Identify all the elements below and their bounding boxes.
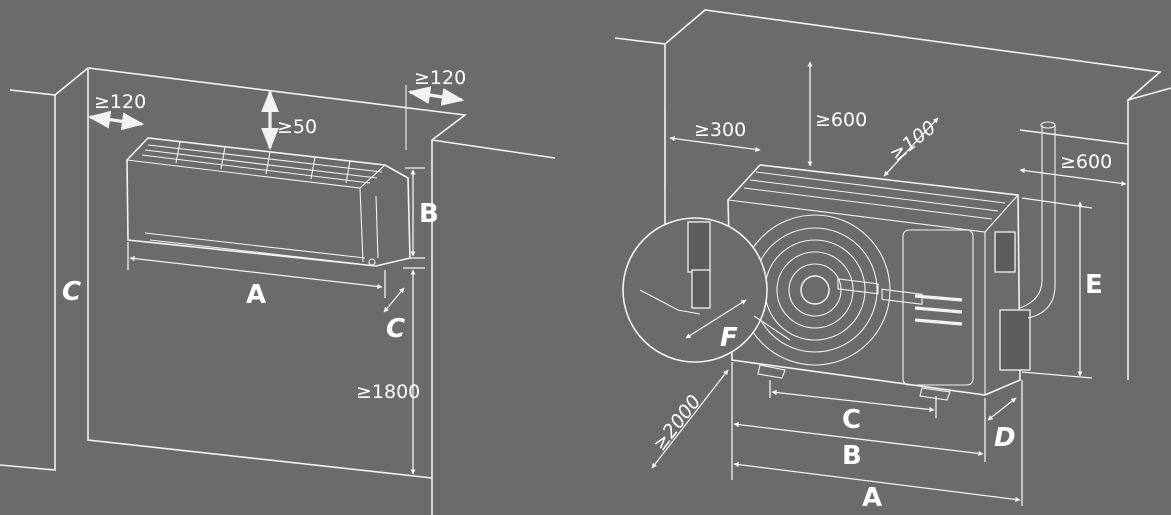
indoor-section: ≥120 ≥50 ≥120 B A C: [0, 67, 556, 515]
outdoor-unit: [727, 164, 1031, 401]
outdoor-b-label: B: [842, 441, 862, 471]
indoor-clearance-right: ≥120: [407, 67, 466, 106]
outdoor-clearance-front: ≥2000: [649, 369, 729, 469]
outdoor-front-label: ≥2000: [649, 391, 706, 455]
outdoor-left-label: ≥300: [694, 119, 746, 141]
indoor-right-label: ≥120: [414, 67, 466, 89]
outdoor-right-label: ≥600: [1060, 151, 1112, 173]
indoor-dim-b: B: [405, 167, 439, 259]
indoor-wall-c-label: C: [62, 277, 81, 307]
outdoor-top-label: ≥600: [815, 109, 867, 131]
indoor-top-label: ≥50: [277, 116, 317, 138]
indoor-left-label: ≥120: [94, 91, 146, 113]
outdoor-clearance-top: ≥600: [807, 61, 867, 167]
outdoor-dim-a: A: [733, 380, 1023, 513]
outdoor-wall: [614, 9, 1171, 380]
outdoor-d-label: D: [994, 423, 1016, 453]
outdoor-f-label: F: [720, 323, 738, 353]
indoor-wall: [0, 67, 556, 515]
outdoor-dim-d: D: [987, 397, 1017, 453]
outdoor-clearance-rear: ≥100: [883, 116, 941, 177]
outdoor-e-label: E: [1085, 270, 1103, 300]
indoor-unit: [126, 137, 411, 267]
outdoor-c-label: C: [842, 405, 861, 435]
outdoor-clearance-right: ≥600: [1019, 151, 1127, 186]
indoor-clearance-top: ≥50: [261, 89, 317, 151]
outdoor-clearance-left: ≥300: [669, 119, 761, 152]
indoor-b-label: B: [419, 199, 439, 229]
indoor-clearance-left: ≥120: [87, 91, 146, 131]
outdoor-rear-label: ≥100: [886, 116, 941, 165]
indoor-c-label: C: [386, 314, 405, 344]
indoor-height-label: ≥1800: [356, 381, 420, 403]
outdoor-dim-c: C: [769, 380, 937, 435]
indoor-dim-c: C: [383, 287, 405, 344]
outdoor-a-label: A: [862, 483, 882, 513]
refrigerant-pipe: [1019, 121, 1056, 319]
outdoor-section: F ≥300 ≥600 ≥100 ≥600 E: [614, 9, 1171, 513]
detail-magnifier: F: [622, 217, 791, 363]
outdoor-dim-e: E: [1021, 197, 1103, 379]
indoor-a-label: A: [246, 280, 266, 310]
indoor-height-floor: ≥1800: [356, 267, 425, 475]
